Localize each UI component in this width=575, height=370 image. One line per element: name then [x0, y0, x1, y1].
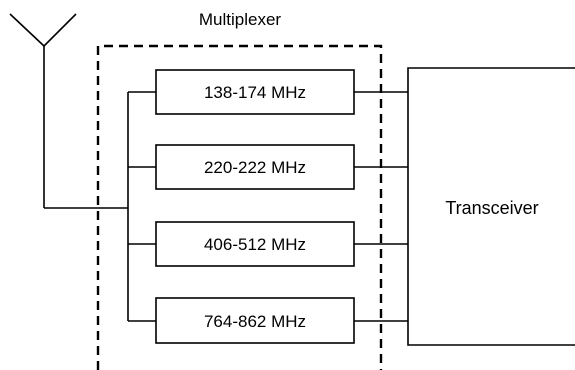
multiplexer-label: Multiplexer	[199, 10, 282, 29]
filter-2: 220-222 MHz	[128, 144, 408, 190]
filter-label: 220-222 MHz	[204, 158, 306, 177]
transceiver-box	[407, 67, 575, 346]
filter-4: 764-862 MHz	[128, 297, 408, 344]
filter-label: 406-512 MHz	[204, 235, 306, 254]
filter-3: 406-512 MHz	[128, 221, 408, 267]
transceiver-label: Transceiver	[445, 198, 538, 218]
antenna-icon	[9, 13, 77, 208]
multiplexer-enclosure	[96, 44, 383, 370]
filter-label: 764-862 MHz	[204, 312, 306, 331]
filter-label: 138-174 MHz	[204, 83, 306, 102]
filter-1: 138-174 MHz	[128, 69, 408, 115]
